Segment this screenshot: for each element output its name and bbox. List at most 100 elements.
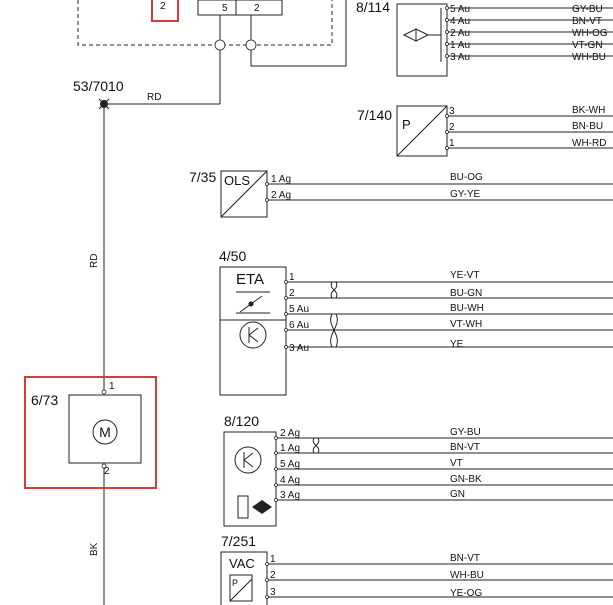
c7-140-diagonal <box>396 105 448 157</box>
c8-114-pin-4 <box>445 42 449 46</box>
c8-114-pin-1-label: 5 Au <box>450 4 470 15</box>
sensor-7-251-vac: 7/251 VAC P 1 BN-VT 2 WH-BU 3 YE-OG <box>220 533 613 605</box>
motor-pin-top-label: 1 <box>109 381 115 392</box>
c8-120-wire-3-color: VT <box>450 458 463 469</box>
c7-251-diagonal <box>229 578 253 602</box>
top-module: 5 2 2 <box>77 0 347 104</box>
c7-35-wire-1-color: BU-OG <box>450 172 483 183</box>
c4-50-pin-5 <box>284 345 288 349</box>
c8-120-pin-1-label: 2 Ag <box>280 428 300 439</box>
c4-50-pin-3-label: 5 Au <box>289 304 309 315</box>
c4-50-wire-3-color: BU-WH <box>450 303 484 314</box>
c8-114-pin-4-label: 1 Au <box>450 40 470 51</box>
c4-50-wire-1-color: YE-VT <box>450 270 479 281</box>
c4-50-pin-5-label: 3 Au <box>289 343 309 354</box>
c7-251-code: 7/251 <box>221 533 256 549</box>
c4-50-wire-4-color: VT-WH <box>450 319 482 330</box>
c4-50-twist-a <box>330 281 338 299</box>
motor-pin-bottom-label: 2 <box>104 466 110 477</box>
c8-120-pin-5-label: 3 Ag <box>280 490 300 501</box>
c8-120-solenoid-body <box>237 495 249 519</box>
c8-120-box <box>223 431 277 527</box>
c4-50-twist-b <box>330 313 338 348</box>
c4-50-wire-5-color: YE <box>450 339 464 350</box>
motor-circle <box>92 419 118 445</box>
c7-251-pin-3 <box>265 595 269 599</box>
motor-6-73: 6/73 M 1 2 <box>24 376 157 489</box>
c7-35-pin-1 <box>265 182 269 186</box>
c8-114-wire-2-color: BN-VT <box>572 16 602 27</box>
c8-120-pin-4-label: 4 Ag <box>280 475 300 486</box>
highlighted-connector-pin[interactable] <box>151 0 179 22</box>
c7-251-pin-1-label: 1 <box>270 554 276 565</box>
c7-140-wire-3-color: WH-RD <box>572 138 606 149</box>
c8-120-twist <box>312 437 320 454</box>
c7-251-name: VAC <box>229 556 255 571</box>
wire-to-8-114 <box>250 0 347 67</box>
c7-140-pin-1 <box>445 114 449 118</box>
c7-140-pin-3-label: 1 <box>449 138 455 149</box>
c8-114-pin-3-label: 2 Au <box>450 28 470 39</box>
sensor-7-140: 7/140 P 3 BK-WH 2 BN-BU 1 WH-RD <box>357 105 613 157</box>
c7-140-wire-1-color: BK-WH <box>572 105 605 116</box>
c8-120-code: 8/120 <box>224 413 259 429</box>
c8-120-valve-right <box>262 500 272 514</box>
c7-35-pin-2-label: 2 Ag <box>271 190 291 201</box>
c8-120-pin-3-label: 5 Ag <box>280 459 300 470</box>
splice-wire-color: RD <box>147 92 161 103</box>
module-terminal-a <box>214 39 226 51</box>
splice-cross-b <box>98 98 110 110</box>
c7-35-name: OLS <box>224 173 250 188</box>
sensor-8-120: 8/120 2 Ag GY-BU 1 Ag BN-VT 5 Ag VT 4 Ag… <box>223 413 613 527</box>
c4-50-throttle-pivot <box>248 301 254 307</box>
c8-120-pin-3 <box>274 467 278 471</box>
c7-140-pin-2 <box>445 130 449 134</box>
c7-251-wire-1-color: BN-VT <box>450 553 480 564</box>
c4-50-pin-4-label: 6 Au <box>289 320 309 331</box>
highlighted-pin-label: 2 <box>160 1 166 12</box>
c8-120-pin-4 <box>274 483 278 487</box>
c7-35-pin-2 <box>265 198 269 202</box>
c8-114-pin-5-label: 3 Au <box>450 52 470 63</box>
c7-251-pin-2 <box>265 578 269 582</box>
c7-140-pin-2-label: 2 <box>449 122 455 133</box>
c8-114-wire-5-color: WH-BU <box>572 52 606 63</box>
c4-50-pin-1-label: 1 <box>289 272 295 283</box>
c7-35-wire-2-color: GY-YE <box>450 189 481 200</box>
c4-50-pin-1 <box>284 280 288 284</box>
c8-114-code: 8/114 <box>356 0 390 15</box>
c8-114-pin-5 <box>445 54 449 58</box>
c8-114-pin-3 <box>445 30 449 34</box>
c4-50-code: 4/50 <box>219 248 246 264</box>
c7-251-pin-1 <box>265 562 269 566</box>
c8-120-wire-4-color: GN-BK <box>450 474 482 485</box>
c7-251-symbol: P <box>232 578 238 588</box>
c4-50-pin-2-label: 2 <box>289 288 295 299</box>
c8-120-wire-2-color: BN-VT <box>450 442 480 453</box>
top-connector-pin-a: 5 <box>222 3 228 14</box>
c8-120-transistor-icon <box>243 452 254 468</box>
c7-140-symbol: P <box>402 117 411 132</box>
motor-pin-top <box>101 389 107 395</box>
c4-50-name: ETA <box>236 271 264 288</box>
c7-251-wire-2-color: WH-BU <box>450 570 484 581</box>
c8-114-wire-4-color: VT-GN <box>572 40 603 51</box>
c7-35-pin-1-label: 1 Ag <box>271 174 291 185</box>
vertical-wire-lower-color: BK <box>89 542 100 556</box>
c7-140-pin-3 <box>445 146 449 150</box>
vertical-wire-upper-color: RD <box>89 254 100 268</box>
c4-50-pin-4 <box>284 328 288 332</box>
c8-114-wire-1-color: GY-BU <box>572 4 603 15</box>
c8-120-pin-2-label: 1 Ag <box>280 443 300 454</box>
motor-highlight[interactable] <box>24 376 157 489</box>
c8-114-box <box>396 3 448 77</box>
c7-251-wire-3-color: YE-OG <box>450 588 482 599</box>
connector-8-114: 8/114 5 Au GY-BU 4 Au BN-VT 2 Au WH-OG 1… <box>356 0 613 77</box>
c4-50-pin-3 <box>284 312 288 316</box>
c4-50-motor-circle <box>239 321 267 349</box>
c8-120-pin-5 <box>274 498 278 502</box>
c8-114-pin-2 <box>445 18 449 22</box>
c8-120-valve-left <box>252 500 262 514</box>
splice-code: 53/7010 <box>73 78 124 94</box>
